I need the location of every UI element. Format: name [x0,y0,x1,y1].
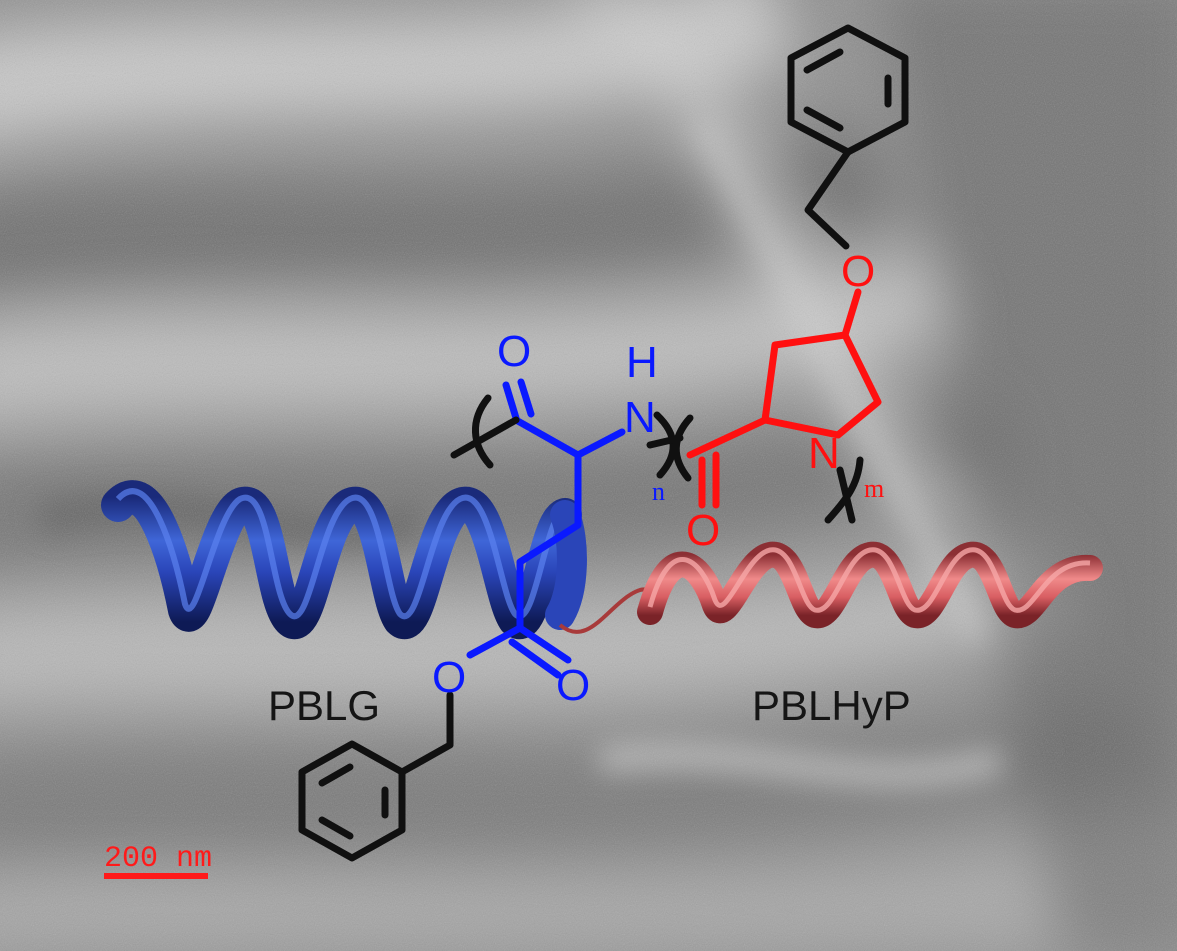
pyrrolidine-ring [761,331,882,439]
pblhyp-ring-nitrogen: N [808,429,840,478]
lower-benzene-ring [298,740,406,862]
pblg-label: PBLG [268,682,380,729]
pblg-helix-tail [545,500,587,630]
pblg-ester-carbonyl-oxygen: O [556,661,590,710]
pblhyp-label: PBLHyP [752,682,911,729]
pblhyp-ether-oxygen: O [841,247,875,296]
pblg-repeat-subscript: n [652,477,665,506]
pblg-helix [101,480,587,640]
pblhyp-right-bracket [824,456,864,524]
pblg-structure [466,378,626,679]
pblhyp-repeat-subscript: m [864,474,884,503]
pblhyp-helix [637,541,1103,629]
pblg-nh-hydrogen: H [626,338,658,387]
pblg-left-bracket [472,394,494,469]
scale-bar-line [104,873,208,879]
pblhyp-structure [686,288,882,509]
scale-bar-label: 200 nm [104,842,212,876]
pblg-side-chain [466,451,582,659]
pblg-carbonyl-oxygen: O [497,327,531,376]
black-bonds [298,24,909,862]
pblg-nh-nitrogen: N [624,393,656,442]
pblhyp-carbonyl-oxygen: O [686,506,720,555]
pblg-carbonyl-bond [502,381,520,422]
pblg-ester-oxygen: O [432,653,466,702]
atom-labels: O H N O O N O O n m [432,247,884,710]
scale-bar: 200 nm [104,842,212,879]
